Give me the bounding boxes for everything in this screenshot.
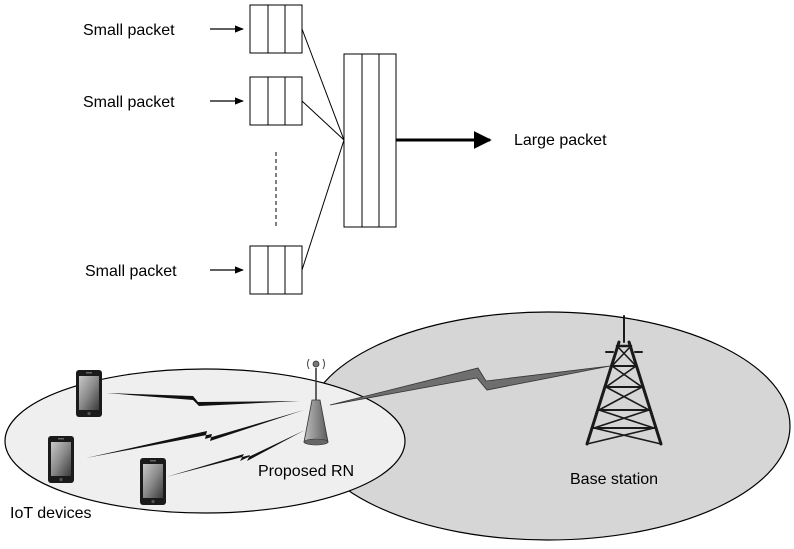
antenna-icon (303, 358, 329, 446)
small-packet-label-3: Small packet (85, 263, 177, 280)
cell-tower-icon (585, 315, 663, 446)
aggregation-lines (301, 28, 345, 271)
packet-aggregation: Small packet Small packet Small packet (83, 4, 607, 295)
network: Proposed RN Base station IoT devices (4, 311, 791, 541)
smartphone-icon (48, 436, 74, 483)
smartphone-icon (76, 370, 102, 417)
base-station-label: Base station (570, 471, 658, 488)
rn-coverage (4, 368, 406, 514)
small-packet-1 (249, 4, 303, 54)
iot-devices-label: IoT devices (10, 505, 92, 522)
smartphone-icon (140, 458, 166, 505)
device-link-1 (106, 393, 300, 406)
relay-node-label: Proposed RN (258, 463, 354, 480)
device-link-2 (86, 410, 304, 458)
small-packet-3 (249, 245, 303, 295)
large-packet-label: Large packet (514, 132, 607, 149)
large-packet (343, 53, 397, 228)
small-packet-label-2: Small packet (83, 94, 175, 111)
small-packet-2 (249, 76, 303, 126)
small-packet-label-1: Small packet (83, 22, 175, 39)
